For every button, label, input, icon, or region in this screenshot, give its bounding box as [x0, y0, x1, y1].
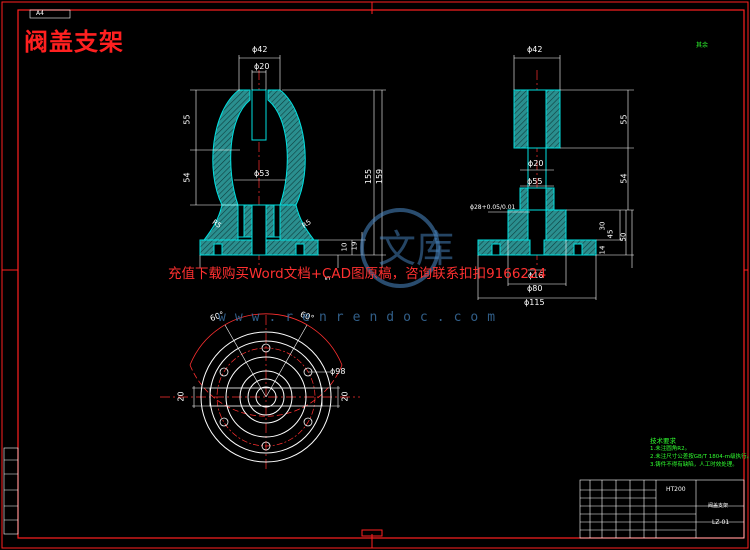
side-dim-h45: 45 — [606, 229, 615, 239]
side-dim-flange: ϕ115 — [524, 298, 545, 307]
side-dim-base: ϕ80 — [527, 284, 543, 293]
side-dim-neck: ϕ20 — [528, 159, 544, 168]
title-block-material: HT200 — [666, 486, 686, 493]
front-dim-base-h2: 19 — [350, 241, 359, 251]
title-block-part-name: 阀盖支架 — [708, 503, 729, 509]
front-view — [190, 55, 386, 268]
side-dim-h30: 30 — [598, 221, 607, 231]
inner-frame — [17, 9, 745, 539]
tech-req-heading: 技术要求 — [650, 437, 676, 445]
side-dim-h50: 50 — [619, 232, 628, 242]
top-dim-w-left: 20 — [176, 391, 186, 402]
watermark-logo-char: 文库 — [378, 227, 455, 271]
side-dim-bottom-inner: ϕ16 — [528, 271, 544, 280]
front-dim-total-a: 155 — [364, 168, 374, 185]
front-dim-h-upper: 55 — [182, 114, 192, 125]
tech-req-line: 3.铸件不得有缺陷，人工时效处理。 — [650, 462, 738, 468]
title-block-drawing-code: LZ-01 — [712, 519, 730, 526]
watermark-logo — [360, 208, 440, 288]
drawing-title: 阀盖支架 — [24, 27, 124, 56]
sheet-size: A4 — [36, 10, 44, 17]
side-dim-collar: ϕ55 — [527, 177, 543, 186]
side-dim-h-upper: 55 — [619, 114, 629, 125]
side-dim-fit: ϕ28+0.05/0.01 — [470, 204, 516, 211]
front-dim-top-outer: ϕ42 — [252, 45, 268, 54]
front-dim-total-b: 159 — [375, 168, 385, 185]
technical-requirements: 技术要求 1.未注圆角R2。 2.未注尺寸公差按GB/T 1804-m级执行。 … — [650, 437, 750, 469]
front-dim-h-lower: 54 — [182, 172, 192, 183]
top-dim-w-right: 20 — [340, 391, 350, 402]
top-dim-bolt: ϕ98 — [330, 367, 346, 376]
side-dim-top: ϕ42 — [527, 45, 543, 54]
tech-req-line: 1.未注圆角R2。 — [650, 446, 691, 452]
watermark-url: www.renrendoc.com — [218, 310, 505, 325]
title-block — [579, 479, 745, 539]
front-dim-mid: ϕ53 — [254, 169, 270, 178]
side-dim-h-lower: 54 — [619, 173, 629, 184]
top-view — [160, 313, 360, 470]
tech-req-line: 2.未注尺寸公差按GB/T 1804-m级执行。 — [650, 454, 750, 460]
watermark-ad-text: 充值下载购买Word文档+CAD图原稿，咨询联系扣扣9166224 — [168, 266, 547, 282]
surface-finish-note: 其余 — [696, 42, 709, 49]
front-dim-top-inner: ϕ20 — [254, 62, 270, 71]
front-dim-base-h1: 10 — [340, 242, 349, 252]
side-dim-h14: 14 — [598, 245, 607, 255]
side-view — [477, 55, 634, 300]
